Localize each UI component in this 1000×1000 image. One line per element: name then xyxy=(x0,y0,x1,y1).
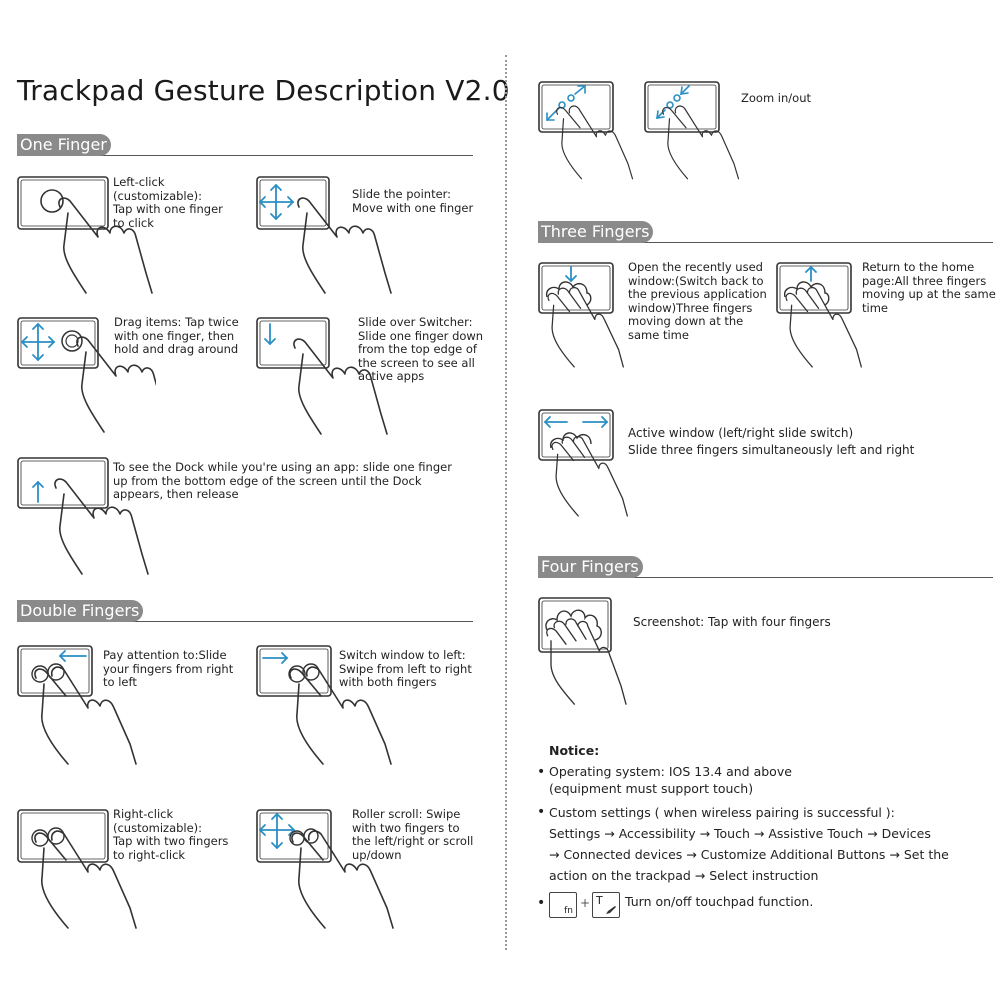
three-side-text: Active window (left/right slide switch) … xyxy=(628,426,915,457)
three-down-text: Open the recently used window:(Switch ba… xyxy=(628,260,767,342)
roller-scroll-text: Roller scroll: Swipe with two fingers to… xyxy=(352,807,474,862)
section-label: Four Fingers xyxy=(538,556,643,578)
notice-os: Operating system: IOS 13.4 and above (eq… xyxy=(549,764,792,796)
slide-left-illustration xyxy=(17,645,137,765)
notice-heading: Notice: xyxy=(549,743,600,758)
notice-toggle: Turn on/off touchpad function. xyxy=(625,894,814,909)
left-click-text: Left-click (customizable): Tap with one … xyxy=(113,175,223,230)
dock-illustration xyxy=(17,457,149,575)
four-tap-illustration xyxy=(538,597,627,705)
switch-left-illustration xyxy=(256,645,392,765)
touchpad-key-icon: T xyxy=(592,892,620,918)
bullet-dot: • xyxy=(537,895,546,911)
zoom-in-illustration xyxy=(538,81,634,180)
fn-key-icon: fn xyxy=(549,892,577,918)
drag-items-text: Drag items: Tap twice with one finger, t… xyxy=(114,315,239,356)
drag-items-illustration xyxy=(17,317,156,433)
bullet-dot: • xyxy=(537,764,546,780)
slide-left-text: Pay attention to:Slide your fingers from… xyxy=(103,648,234,689)
four-tap-text: Screenshot: Tap with four fingers xyxy=(633,615,831,629)
bullet-dot: • xyxy=(537,804,546,820)
zoom-out-illustration xyxy=(644,81,740,180)
dock-text: To see the Dock while you're using an ap… xyxy=(113,460,452,501)
three-down-illustration xyxy=(538,262,625,368)
section-label: One Finger xyxy=(17,134,111,156)
slide-switcher-illustration xyxy=(256,317,388,435)
section-label: Double Fingers xyxy=(17,600,144,622)
three-up-illustration xyxy=(776,262,863,368)
page-title: Trackpad Gesture Description V2.0 xyxy=(17,74,510,107)
pen-icon xyxy=(606,906,616,914)
left-click-illustration xyxy=(17,176,153,294)
fn-key-label: fn xyxy=(564,906,573,916)
t-key-label: T xyxy=(596,894,603,907)
section-label: Three Fingers xyxy=(538,221,654,243)
notice-custom: Custom settings ( when wireless pairing … xyxy=(549,805,949,883)
slide-switcher-text: Slide over Switcher: Slide one finger do… xyxy=(358,315,484,383)
switch-left-text: Switch window to left: Swipe from left t… xyxy=(339,648,472,689)
right-click-illustration xyxy=(17,809,137,929)
right-click-text: Right-click (customizable): Tap with two… xyxy=(113,807,229,862)
slide-pointer-illustration xyxy=(256,176,392,294)
three-up-text: Return to the home page:All three finger… xyxy=(862,260,996,315)
column-divider xyxy=(505,55,507,950)
zoom-text: Zoom in/out xyxy=(741,91,811,105)
roller-scroll-illustration xyxy=(256,809,394,929)
plus-sign: + xyxy=(580,896,591,910)
slide-pointer-text: Slide the pointer: Move with one finger xyxy=(352,187,474,215)
three-side-illustration xyxy=(538,409,629,517)
